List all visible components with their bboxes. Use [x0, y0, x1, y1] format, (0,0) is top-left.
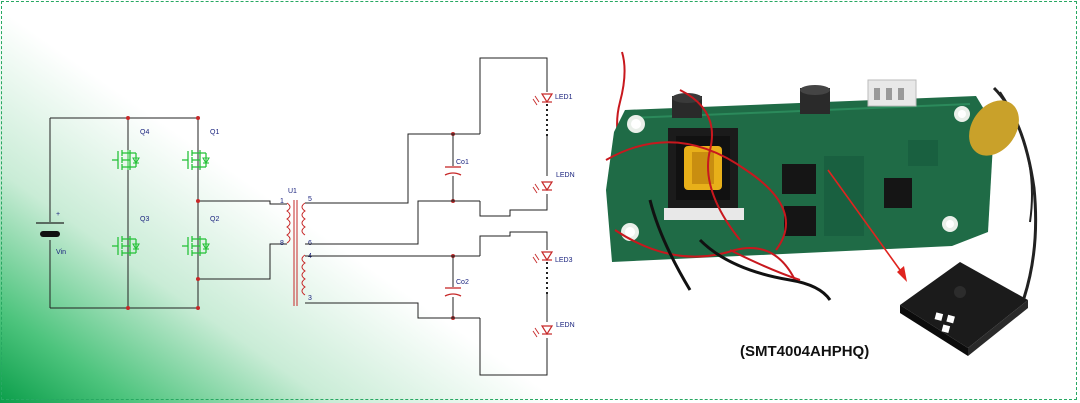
connector-header	[867, 79, 917, 107]
wires	[605, 89, 832, 301]
transformer-u1	[286, 200, 306, 306]
vin-label: Vin	[56, 249, 66, 256]
junction-dots	[126, 116, 455, 320]
circuit-schematic: + Vin Q4 Q1 Q3 Q2	[36, 57, 575, 376]
pcb-ics	[782, 140, 938, 236]
mosfet-q1: Q1	[181, 129, 219, 171]
inductor-right	[800, 85, 830, 114]
svg-text:5: 5	[308, 196, 312, 203]
pcb-board	[606, 96, 994, 262]
red-arrow	[827, 169, 907, 282]
mosfet-q3: Q3	[111, 216, 149, 257]
bridge-wiring	[49, 117, 287, 309]
svg-text:LED1: LED1	[555, 94, 573, 101]
svg-text:3: 3	[308, 295, 312, 302]
svg-text:Q2: Q2	[210, 216, 219, 223]
led-1: LED1	[532, 93, 573, 106]
svg-text:1: 1	[280, 198, 284, 205]
svg-text:LED3: LED3	[555, 257, 573, 264]
led-3: LED3	[532, 251, 573, 264]
chip-logo-icon	[934, 312, 955, 334]
smt-chip	[900, 262, 1028, 356]
svg-text:Q3: Q3	[140, 216, 149, 223]
svg-text:8: 8	[280, 240, 284, 247]
mosfet-q2: Q2	[181, 216, 219, 257]
svg-text:Co2: Co2	[456, 279, 469, 286]
led-n-bottom: LEDN	[532, 322, 575, 338]
inductor-left	[672, 93, 702, 118]
svg-text:Co1: Co1	[456, 159, 469, 166]
svg-text:LEDN: LEDN	[556, 322, 575, 329]
secondary-wiring	[305, 57, 548, 376]
yellow-capacitor	[969, 100, 1019, 156]
pcb-transformer	[664, 128, 744, 220]
battery-plus-label: +	[56, 211, 60, 218]
mosfet-q4: Q4	[111, 129, 149, 171]
capacitor-co1: Co1	[444, 159, 469, 176]
chip-part-number: (SMT4004AHPHQ)	[740, 343, 869, 360]
svg-text:Q4: Q4	[140, 129, 149, 136]
transformer-labels: U1 1 8 5 6 4 3	[280, 188, 312, 302]
led-n-top: LEDN	[532, 172, 575, 194]
svg-text:LEDN: LEDN	[556, 172, 575, 179]
capacitor-co2: Co2	[444, 279, 469, 297]
svg-text:Q1: Q1	[210, 129, 219, 136]
battery-vin: + Vin	[36, 211, 66, 256]
svg-text:U1: U1	[288, 188, 297, 195]
